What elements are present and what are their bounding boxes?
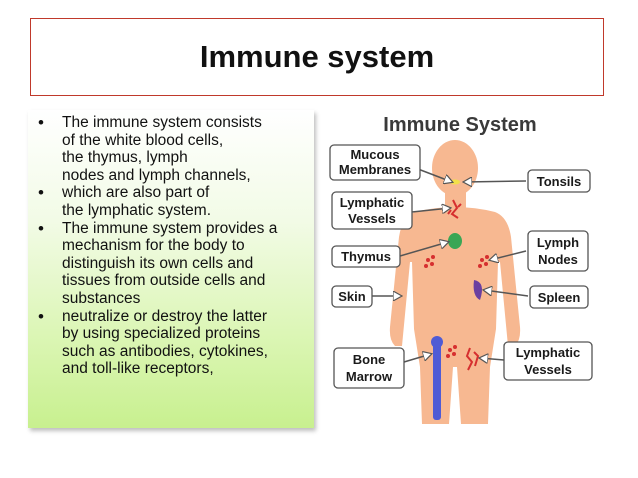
- label-text: Lymph: [537, 235, 579, 250]
- label-text: Bone: [353, 352, 386, 367]
- bullet-item-1: The immune system consists of the white …: [38, 114, 308, 184]
- bullet-line: The immune system consists: [62, 114, 262, 131]
- label-text: Vessels: [348, 211, 396, 226]
- diagram-svg: Immune System: [329, 114, 593, 424]
- pointer-arrows: [372, 168, 529, 363]
- bullet-line: such as antibodies, cytokines,: [62, 342, 268, 360]
- label-text: Mucous: [350, 147, 399, 162]
- label-thymus: Thymus: [331, 245, 401, 268]
- bullet-line: distinguish its own cells and: [62, 254, 254, 272]
- bullet-line: by using specialized proteins: [62, 325, 261, 343]
- label-text: Lymphatic: [340, 195, 405, 210]
- label-lymphatic-vessels-upper: Lymphatic Vessels: [331, 191, 413, 230]
- label-spleen: Spleen: [529, 285, 589, 309]
- label-text: Lymphatic: [516, 345, 581, 360]
- title-box: Immune system: [30, 18, 604, 96]
- bullet-item-4: neutralize or destroy the latter by usin…: [38, 308, 308, 378]
- label-text: Nodes: [538, 252, 578, 267]
- label-text: Marrow: [346, 369, 393, 384]
- arrow-spleen: [484, 290, 529, 297]
- label-skin: Skin: [331, 285, 373, 308]
- diagram-title: Immune System: [383, 114, 536, 136]
- arrow-lymph-lower: [480, 358, 505, 360]
- arrow-thymus: [399, 242, 448, 257]
- arrow-bone-marrow: [403, 354, 431, 363]
- label-bone-marrow: Bone Marrow: [333, 347, 405, 389]
- bullet-line: tissues from outside cells and: [62, 272, 266, 290]
- label-text: Thymus: [341, 249, 391, 264]
- bullet-line: substances: [62, 289, 141, 307]
- label-lymphatic-vessels-lower: Lymphatic Vessels: [503, 341, 593, 381]
- immune-system-diagram: Immune System: [322, 104, 622, 424]
- bullet-list: The immune system consists of the white …: [38, 114, 308, 378]
- label-text: Vessels: [524, 362, 572, 377]
- bullet-line: neutralize or destroy the latter: [62, 307, 268, 325]
- arrow-mucous: [417, 168, 452, 182]
- label-text: Skin: [338, 289, 366, 304]
- bullet-line: the thymus, lymph: [62, 149, 188, 167]
- femur-bone: [433, 340, 441, 420]
- label-text: Tonsils: [537, 174, 582, 189]
- label-text: Membranes: [339, 162, 411, 177]
- label-text: Spleen: [538, 290, 581, 305]
- bullet-line: which are also part of: [62, 184, 210, 202]
- arrow-lymph-nodes: [490, 250, 527, 260]
- femur-head: [431, 336, 443, 348]
- label-mucous-membranes: Mucous Membranes: [329, 144, 421, 181]
- bullet-panel: The immune system consists of the white …: [28, 110, 314, 428]
- bullet-item-3: The immune system provides a mechanism f…: [38, 220, 308, 308]
- label-tonsils: Tonsils: [527, 169, 591, 193]
- bullet-line: nodes and lymph channels,: [62, 166, 251, 184]
- slide-title: Immune system: [199, 39, 435, 74]
- bullet-line: and toll-like receptors,: [62, 360, 214, 378]
- torso-shape: [389, 207, 521, 424]
- bullet-item-2: which are also part of the lymphatic sys…: [38, 184, 308, 219]
- thymus-organ: [448, 233, 462, 249]
- bullet-line: of the white blood cells,: [62, 131, 224, 149]
- arrow-lymph-upper: [411, 208, 450, 212]
- label-lymph-nodes: Lymph Nodes: [527, 230, 589, 272]
- bullet-line: the lymphatic system.: [62, 201, 212, 219]
- bullet-line: mechanism for the body to: [62, 237, 245, 255]
- arrow-tonsils: [464, 181, 527, 182]
- bullet-line: The immune system provides a: [62, 219, 278, 237]
- spleen-organ: [473, 280, 482, 300]
- head-shape: [432, 140, 478, 196]
